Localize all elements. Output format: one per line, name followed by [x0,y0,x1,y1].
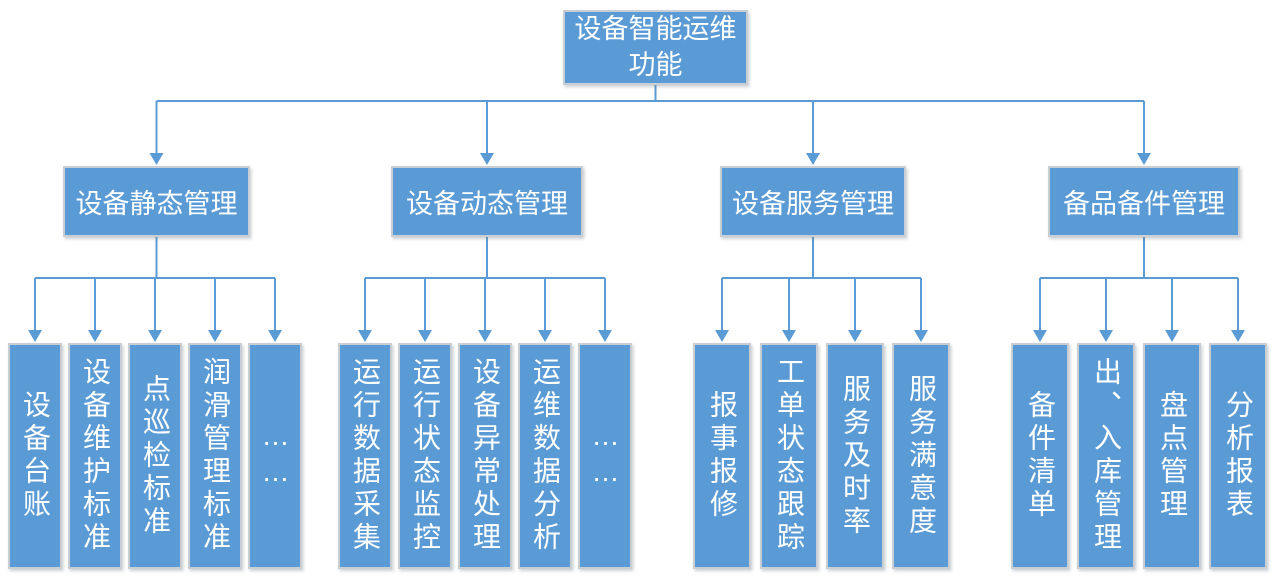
leaf-node: 分析报表 [1209,343,1267,569]
branch-node-label: 设备服务管理 [732,189,894,219]
connector-branch-stems [155,237,1145,279]
branch-node-label: 备品备件管理 [1063,189,1225,219]
leaf-node: 设备台账 [8,343,62,569]
leaf-node: 出、入库管理 [1077,343,1135,569]
leaf-node: 运行数据采集 [338,343,392,569]
leaf-node-label: 设备台账 [20,390,51,522]
connector-level1-bus [156,85,1144,102]
leaf-node: 设备维护标准 [68,343,122,569]
connector-level1-drops [155,101,1145,154]
leaf-node-label: 服务满意度 [906,373,937,539]
leaf-node: 报事报修 [693,343,751,569]
leaf-node-label: 出、入库管理 [1091,357,1122,555]
branch-node-static-management: 设备静态管理 [63,166,250,237]
leaf-node-label: …… [260,420,291,492]
leaf-node-label: 设备维护标准 [80,357,111,555]
leaf-node: 备件清单 [1011,343,1069,569]
leaf-node: 服务及时率 [826,343,884,569]
leaf-node-ellipsis: …… [248,343,302,569]
leaf-node-label: 运维数据分析 [530,357,561,555]
leaf-node-label: 润滑管理标准 [200,357,231,555]
leaf-node: 盘点管理 [1143,343,1201,569]
leaf-node-label: 服务及时率 [840,373,871,539]
leaf-node-ellipsis: …… [578,343,632,569]
branch-node-dynamic-management: 设备动态管理 [391,166,583,237]
leaf-node: 服务满意度 [892,343,950,569]
branch-node-service-management: 设备服务管理 [720,166,906,237]
connector-leaf-drops [34,278,1239,331]
branch-node-spare-parts-management: 备品备件管理 [1048,166,1240,237]
leaf-node-label: 报事报修 [707,390,738,522]
leaf-node-label: 备件清单 [1025,390,1056,522]
leaf-node: 润滑管理标准 [188,343,242,569]
leaf-node: 运行状态监控 [398,343,452,569]
branch-node-label: 设备静态管理 [75,189,238,219]
root-node-label: 设备智能运维功能 [574,13,737,80]
leaf-node-label: 运行数据采集 [350,357,381,555]
leaf-node: 设备异常处理 [458,343,512,569]
leaf-node-label: 点巡检标准 [140,373,171,539]
leaf-node-label: 工单状态跟踪 [774,357,805,555]
arrowheads [28,153,1245,342]
root-node: 设备智能运维功能 [563,10,748,85]
leaf-node: 工单状态跟踪 [760,343,818,569]
leaf-node-label: …… [590,420,621,492]
leaf-node-label: 分析报表 [1223,390,1254,522]
leaf-node-label: 运行状态监控 [410,357,441,555]
leaf-node-label: 盘点管理 [1157,390,1188,522]
leaf-node: 点巡检标准 [128,343,182,569]
branch-node-label: 设备动态管理 [406,189,568,219]
leaf-node-label: 设备异常处理 [470,357,501,555]
leaf-node: 运维数据分析 [518,343,572,569]
